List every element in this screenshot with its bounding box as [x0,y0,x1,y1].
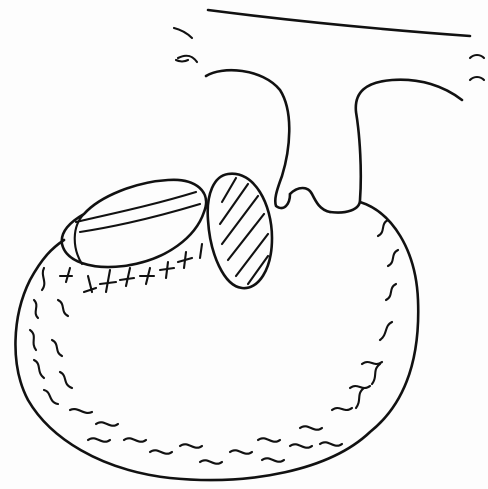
fragment-mark-3 [176,60,188,62]
right-stalk [330,80,462,213]
left-stalk [206,70,290,208]
fragment-mark-4 [470,55,484,58]
capsule-inner-ridge [76,192,196,222]
center-bump [290,188,330,212]
fragment-mark-5 [470,77,484,80]
oval-capsule [62,180,206,267]
top-boundary-line [208,10,470,36]
fragment-mark-1 [174,28,192,38]
capsule-tick-marks [60,244,202,292]
